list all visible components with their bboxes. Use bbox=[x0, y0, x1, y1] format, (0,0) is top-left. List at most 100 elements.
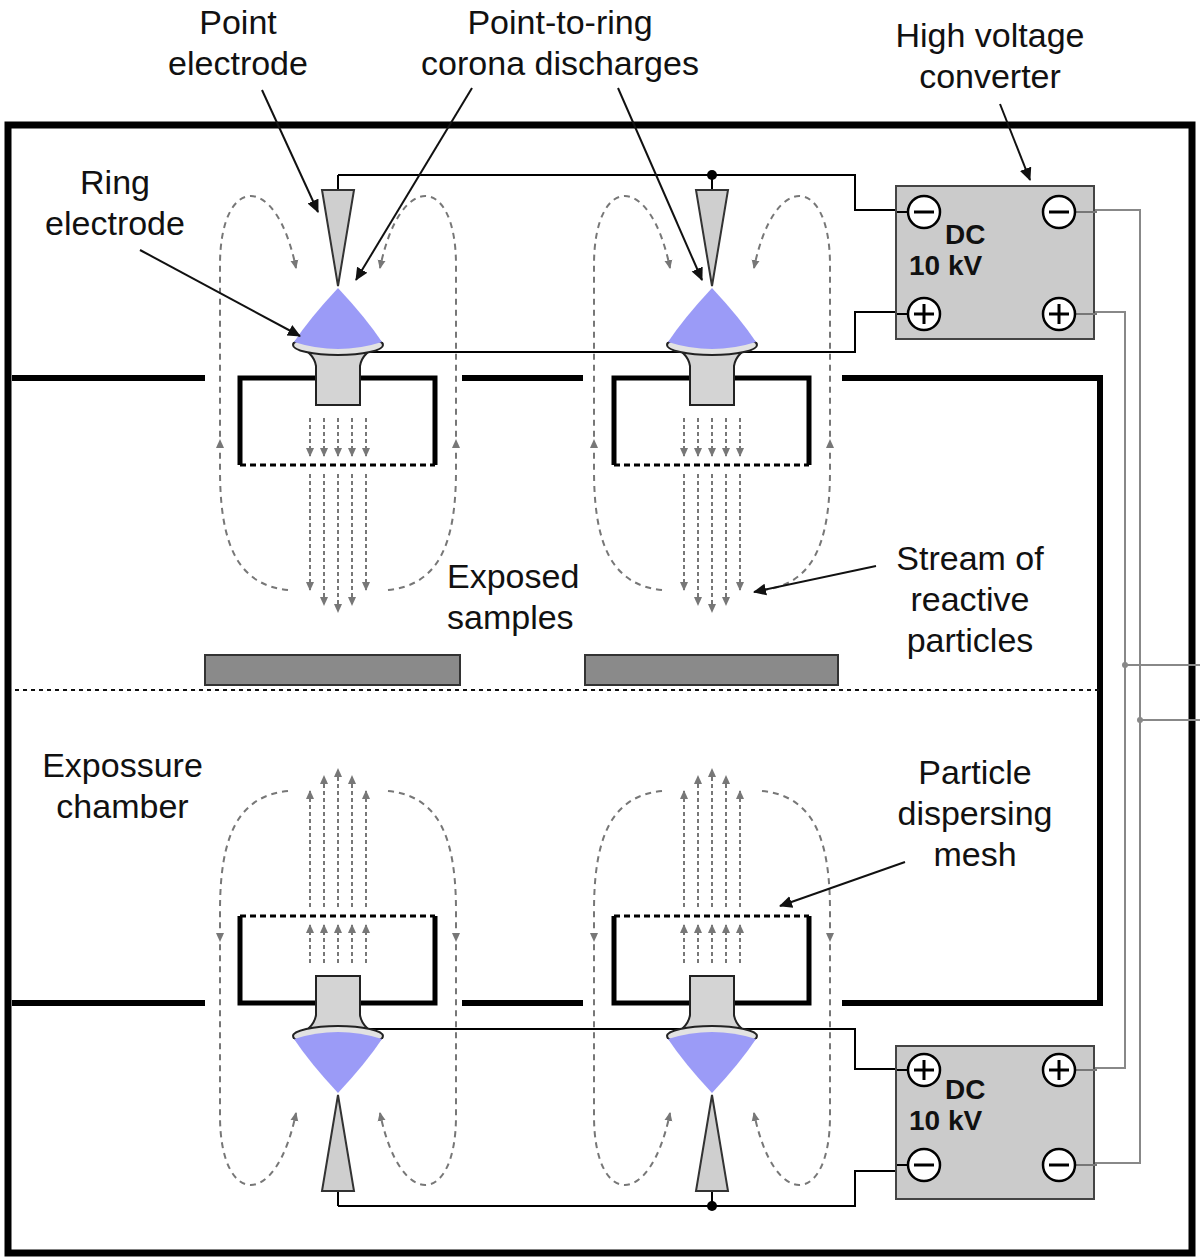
field-arrow bbox=[456, 440, 457, 452]
particle-stream bbox=[309, 791, 311, 907]
leader-line bbox=[140, 250, 300, 336]
terminal-sign bbox=[923, 304, 926, 324]
particle-stream bbox=[711, 769, 713, 907]
chamber-wall bbox=[842, 375, 1100, 381]
chamber-wall bbox=[12, 375, 205, 381]
particle-stream bbox=[725, 474, 727, 605]
terminal-wire bbox=[1075, 211, 1097, 213]
field-line bbox=[220, 791, 296, 1185]
corona-discharge bbox=[294, 1032, 382, 1093]
particle-stream bbox=[697, 925, 699, 963]
particle-stream bbox=[309, 925, 311, 963]
terminal-wire bbox=[897, 211, 908, 213]
field-line bbox=[754, 791, 830, 1185]
particle-stream bbox=[365, 791, 367, 907]
callout-label: Stream of reactive particles bbox=[885, 538, 1055, 660]
particle-stream bbox=[739, 925, 741, 963]
particle-stream bbox=[323, 418, 325, 456]
terminal-sign bbox=[923, 1060, 926, 1080]
sample bbox=[585, 655, 838, 685]
particle-stream bbox=[337, 418, 339, 456]
hv-converter-box: DC 10 kV bbox=[895, 1045, 1095, 1200]
particle-stream bbox=[365, 925, 367, 963]
callout-label: Ring electrode bbox=[35, 162, 195, 244]
callout-label: Point electrode bbox=[158, 2, 318, 84]
field-arrow bbox=[220, 440, 221, 452]
ring-wire bbox=[338, 1029, 905, 1069]
point-electrode bbox=[322, 190, 354, 286]
terminal-sign bbox=[1058, 1060, 1061, 1080]
particle-stream bbox=[323, 474, 325, 605]
divider-dotted bbox=[15, 689, 1100, 691]
terminal-symbol bbox=[908, 298, 940, 330]
particle-stream bbox=[725, 776, 727, 907]
field-arrow bbox=[456, 929, 457, 941]
supply-wire bbox=[1095, 312, 1125, 1068]
leader-line bbox=[618, 88, 702, 280]
converter-label: DC 10 kV bbox=[909, 220, 1019, 282]
particle-stream bbox=[365, 418, 367, 456]
particle-stream bbox=[739, 418, 741, 456]
field-line bbox=[380, 196, 456, 590]
particle-stream bbox=[683, 418, 685, 456]
particle-stream bbox=[697, 776, 699, 907]
terminal-wire bbox=[897, 1069, 908, 1071]
field-line bbox=[220, 196, 296, 590]
particle-stream bbox=[697, 474, 699, 605]
callout-label: Particle dispersing mesh bbox=[890, 752, 1060, 874]
particle-stream bbox=[323, 925, 325, 963]
terminal-sign bbox=[914, 211, 934, 214]
leader-line bbox=[754, 566, 876, 592]
terminal-symbol bbox=[1043, 1149, 1075, 1181]
supply-wire bbox=[1095, 210, 1140, 1163]
field-line bbox=[380, 791, 456, 1185]
hv-converter-box: DC 10 kV bbox=[895, 185, 1095, 340]
leader-line bbox=[1000, 104, 1030, 180]
particle-stream bbox=[351, 776, 353, 907]
particle-stream bbox=[351, 418, 353, 456]
chamber-wall bbox=[12, 1000, 205, 1006]
corona-discharge bbox=[668, 288, 756, 349]
terminal-sign bbox=[1049, 211, 1069, 214]
particle-stream bbox=[365, 474, 367, 590]
particle-stream bbox=[725, 925, 727, 963]
terminal-symbol bbox=[908, 1149, 940, 1181]
field-arrow bbox=[594, 440, 595, 452]
particle-stream bbox=[337, 474, 339, 612]
field-line bbox=[594, 791, 670, 1185]
point-electrode bbox=[696, 190, 728, 286]
field-arrow bbox=[830, 440, 831, 452]
leader-line bbox=[780, 862, 905, 906]
field-arrow bbox=[830, 929, 831, 941]
converter-label: DC 10 kV bbox=[909, 1075, 1019, 1137]
terminal-symbol bbox=[1043, 196, 1075, 228]
particle-stream bbox=[711, 418, 713, 456]
terminal-symbol bbox=[1043, 1054, 1075, 1086]
corona-discharge bbox=[294, 288, 382, 349]
terminal-wire bbox=[1075, 1164, 1097, 1166]
callout-label: Point-to-ring corona discharges bbox=[415, 2, 705, 84]
particle-stream bbox=[725, 418, 727, 456]
particle-stream bbox=[711, 474, 713, 612]
particle-stream bbox=[683, 474, 685, 590]
terminal-sign bbox=[1058, 304, 1061, 324]
callout-label: High voltage converter bbox=[880, 15, 1100, 97]
field-line bbox=[754, 196, 830, 590]
particle-stream bbox=[739, 474, 741, 590]
particle-stream bbox=[683, 925, 685, 963]
particle-stream bbox=[697, 418, 699, 456]
corona-discharge bbox=[668, 1032, 756, 1093]
field-arrow bbox=[594, 929, 595, 941]
terminal-symbol bbox=[908, 196, 940, 228]
particle-stream bbox=[309, 418, 311, 456]
leader-line bbox=[262, 90, 318, 212]
terminal-symbol bbox=[908, 1054, 940, 1086]
ring-wire bbox=[338, 312, 905, 352]
terminal-wire bbox=[1075, 313, 1097, 315]
outer-housing bbox=[8, 125, 1192, 1253]
point-wire bbox=[338, 175, 905, 210]
particle-stream bbox=[337, 769, 339, 907]
chamber-wall bbox=[462, 1000, 583, 1006]
particle-stream bbox=[351, 474, 353, 605]
callout-label: Expossure chamber bbox=[30, 745, 215, 827]
